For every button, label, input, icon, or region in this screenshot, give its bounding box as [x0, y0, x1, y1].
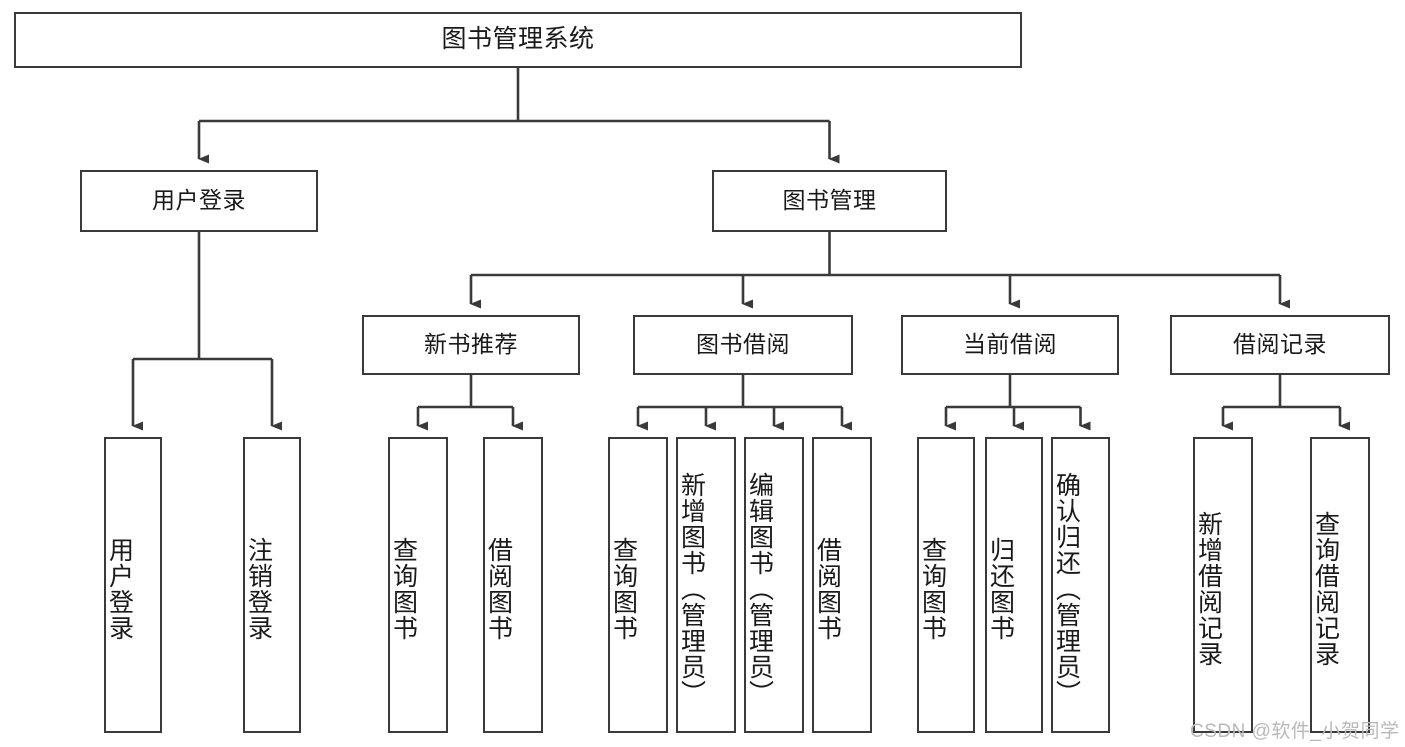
node-root[interactable]: 图书管理系统: [14, 12, 1022, 68]
node-new-book-recommend[interactable]: 新书推荐: [362, 315, 580, 375]
node-leaf-return-book[interactable]: 归还图书: [985, 437, 1043, 733]
node-leaf-borrow-book-2[interactable]: 借阅图书: [812, 437, 872, 733]
node-leaf-logout[interactable]: 注销登录: [243, 437, 301, 733]
csdn-watermark: CSDN @软件_小贺同学: [1190, 721, 1400, 742]
node-leaf-borrow-book-1[interactable]: 借阅图书: [483, 437, 543, 733]
node-label: 编辑图书（管理员）: [745, 472, 774, 706]
node-label: 借阅图书: [813, 537, 842, 641]
node-label: 借阅记录: [1233, 331, 1327, 358]
node-user-login[interactable]: 用户登录: [80, 170, 318, 232]
node-label: 查询图书: [609, 537, 638, 641]
node-label: 查询借阅记录: [1311, 511, 1340, 667]
conn-booking-to-level3: [469, 232, 1290, 309]
node-label: 图书借阅: [696, 331, 790, 358]
node-label: 注销登录: [244, 537, 273, 641]
node-leaf-edit-book[interactable]: 编辑图书（管理员）: [744, 437, 804, 733]
conn-newbook-to-leaves: [416, 375, 523, 431]
node-leaf-query-record[interactable]: 查询借阅记录: [1310, 437, 1370, 733]
node-current-borrow[interactable]: 当前借阅: [901, 315, 1119, 375]
node-leaf-query-book-3[interactable]: 查询图书: [917, 437, 975, 733]
node-label: 新书推荐: [424, 331, 518, 358]
conn-userlogin-to-leaves: [131, 232, 282, 431]
conn-borrowrecord-to-leaves: [1221, 375, 1350, 431]
node-book-borrow[interactable]: 图书借阅: [633, 315, 853, 375]
node-label: 图书管理系统: [441, 25, 595, 54]
node-label: 查询图书: [918, 537, 947, 641]
conn-bookborrow-to-leaves: [636, 375, 852, 431]
node-label: 当前借阅: [963, 331, 1057, 358]
node-label: 查询图书: [389, 537, 418, 641]
conn-root-to-level2: [197, 68, 840, 164]
node-leaf-confirm-return[interactable]: 确认归还（管理员）: [1051, 437, 1110, 733]
node-book-management[interactable]: 图书管理: [712, 170, 947, 232]
node-label: 用户登录: [105, 537, 134, 641]
node-leaf-user-login[interactable]: 用户登录: [104, 437, 162, 733]
node-label: 借阅图书: [484, 537, 513, 641]
node-leaf-add-record[interactable]: 新增借阅记录: [1193, 437, 1253, 733]
conn-currentborrow-to-leaves: [944, 375, 1091, 431]
node-label: 新增图书（管理员）: [677, 472, 706, 706]
node-label: 用户登录: [152, 187, 246, 214]
node-borrow-record[interactable]: 借阅记录: [1170, 315, 1390, 375]
node-label: 归还图书: [986, 537, 1015, 641]
node-leaf-add-book[interactable]: 新增图书（管理员）: [676, 437, 736, 733]
node-label: 图书管理: [782, 187, 877, 214]
node-label: 新增借阅记录: [1194, 511, 1223, 667]
node-leaf-query-book-1[interactable]: 查询图书: [388, 437, 448, 733]
node-label: 确认归还（管理员）: [1052, 472, 1081, 706]
node-leaf-query-book-2[interactable]: 查询图书: [608, 437, 668, 733]
